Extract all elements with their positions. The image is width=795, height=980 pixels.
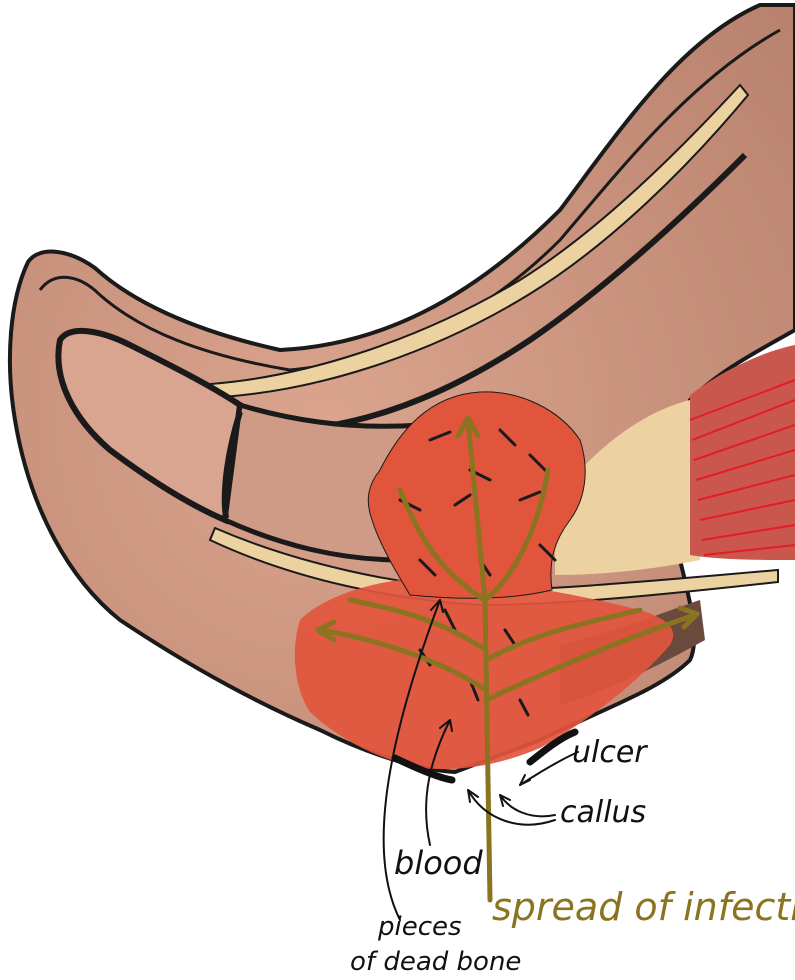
pieces-label-line1: pieces <box>377 912 462 942</box>
blood-label: blood <box>394 844 483 882</box>
callus-label: callus <box>560 795 646 830</box>
ulcer-label: ulcer <box>572 735 648 770</box>
spread-of-infection-label: spread of infection <box>492 885 795 929</box>
pieces-label-line2: of dead bone <box>350 947 521 977</box>
